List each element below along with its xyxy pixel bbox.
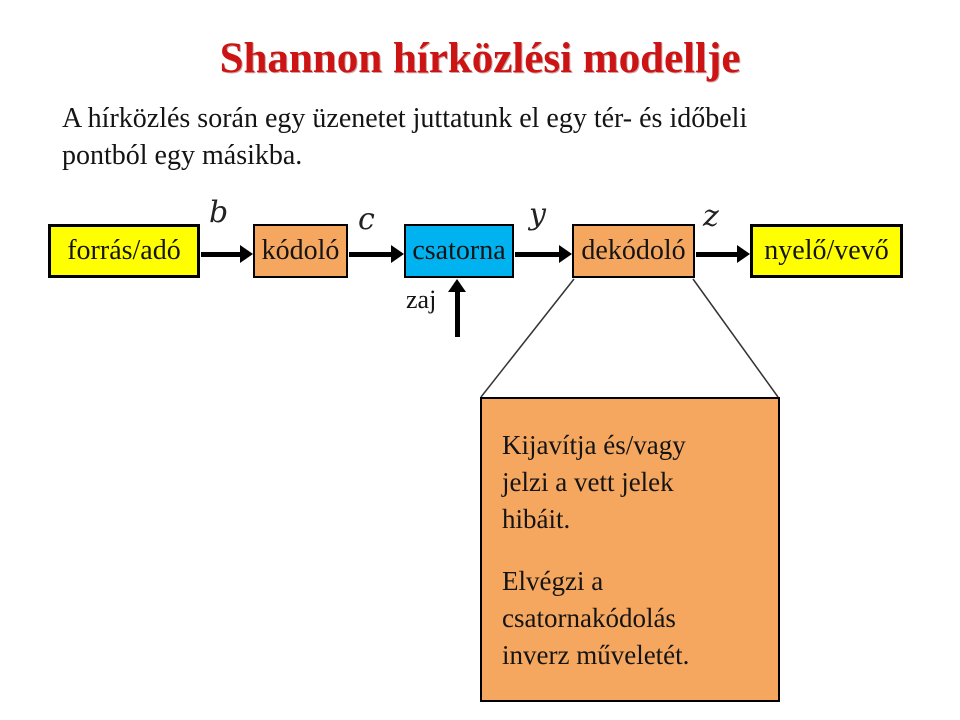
intro-paragraph: A hírközlés során egy üzenetet juttatunk… [62,100,747,174]
callout-line: hibáit. [502,504,571,534]
signal-label-c: c [358,202,375,237]
flow-arrow-encoder-to-channel [349,245,404,263]
diagram-box-sink: nyelő/vevő [750,224,903,278]
callout-box: Kijavítja és/vagy jelzi a vett jelek hib… [480,397,780,702]
diagram-box-encoder: kódoló [253,224,348,278]
intro-line-2: pontból egy másikba. [62,140,303,171]
callout-line: csatornakódolás [502,603,676,633]
flow-arrow-decoder-to-sink [696,245,750,263]
diagram-box-decoder: dekódoló [572,224,695,278]
callout-line: Elvégzi a [502,566,604,596]
diagram-box-encoder-label: kódoló [261,235,340,266]
noise-arrow [448,279,466,337]
flow-arrow-channel-to-decoder [515,245,572,263]
signal-label-z: z [703,199,719,234]
flow-arrow-source-to-encoder [201,245,253,263]
callout-line: Kijavítja és/vagy [502,430,686,460]
diagram-box-decoder-label: dekódoló [581,235,686,266]
diagram-box-sink-label: nyelő/vevő [764,235,889,266]
callout-line: inverz műveletét. [502,640,690,670]
diagram-box-source-label: forrás/adó [67,235,181,266]
intro-line-1: A hírközlés során egy üzenetet juttatunk… [62,103,748,134]
noise-label: zaj [406,285,437,314]
diagram-box-source: forrás/adó [48,224,200,278]
slide-title: Shannon hírközlési modellje [219,35,741,82]
signal-label-b: b [209,195,229,230]
callout-paragraph-1: Kijavítja és/vagy jelzi a vett jelek hib… [502,427,764,538]
signal-label-y: y [529,197,546,232]
diagram-box-channel-label: csatorna [412,235,506,266]
diagram-box-channel: csatorna [404,224,514,278]
callout-paragraph-2: Elvégzi a csatornakódolás inverz művelet… [502,563,764,674]
callout-line: jelzi a vett jelek [502,467,674,497]
